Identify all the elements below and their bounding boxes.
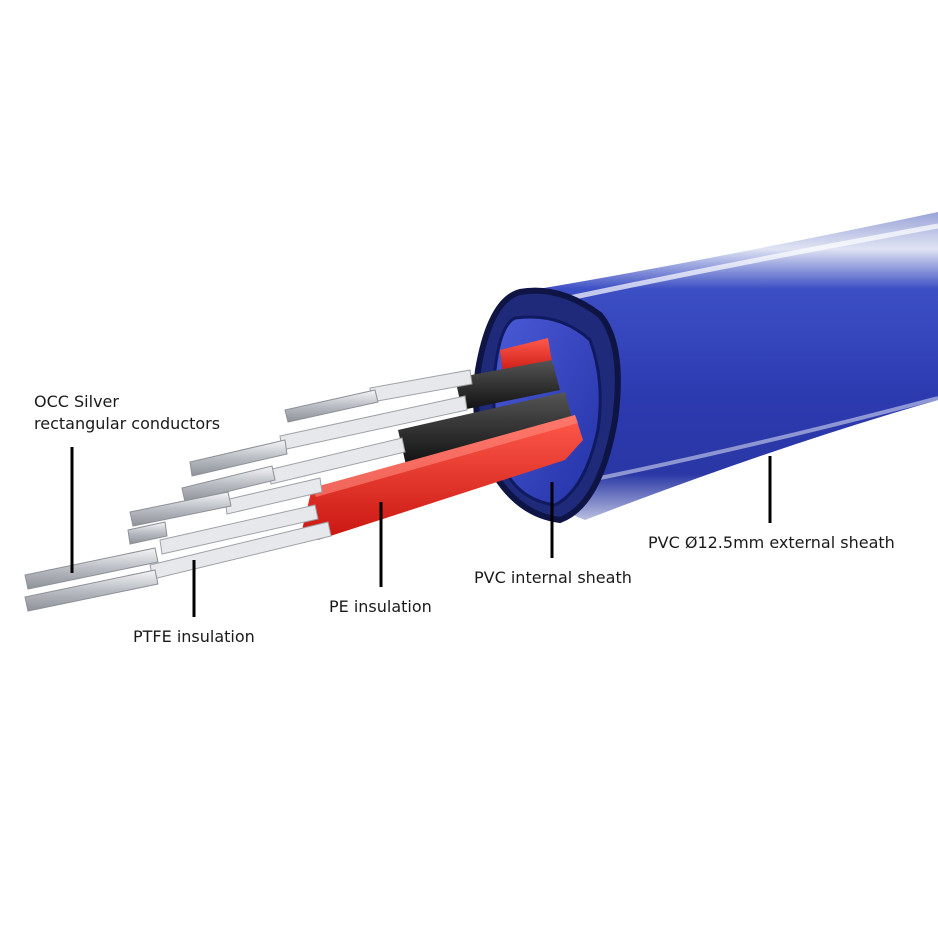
- label-ptfe-insulation: PTFE insulation: [133, 627, 255, 646]
- label-occ-silver-line2: rectangular conductors: [34, 414, 221, 433]
- label-pe-insulation: PE insulation: [329, 597, 432, 616]
- leader-lines: [70, 447, 772, 617]
- label-pvc-external-sheath: PVC Ø12.5mm external sheath: [648, 533, 895, 552]
- label-pvc-internal-sheath: PVC internal sheath: [474, 568, 632, 587]
- label-occ-silver-conductors: OCC Silver rectangular conductors: [34, 391, 220, 435]
- pe-cores: [302, 338, 583, 540]
- label-occ-silver-line1: OCC Silver: [34, 392, 119, 411]
